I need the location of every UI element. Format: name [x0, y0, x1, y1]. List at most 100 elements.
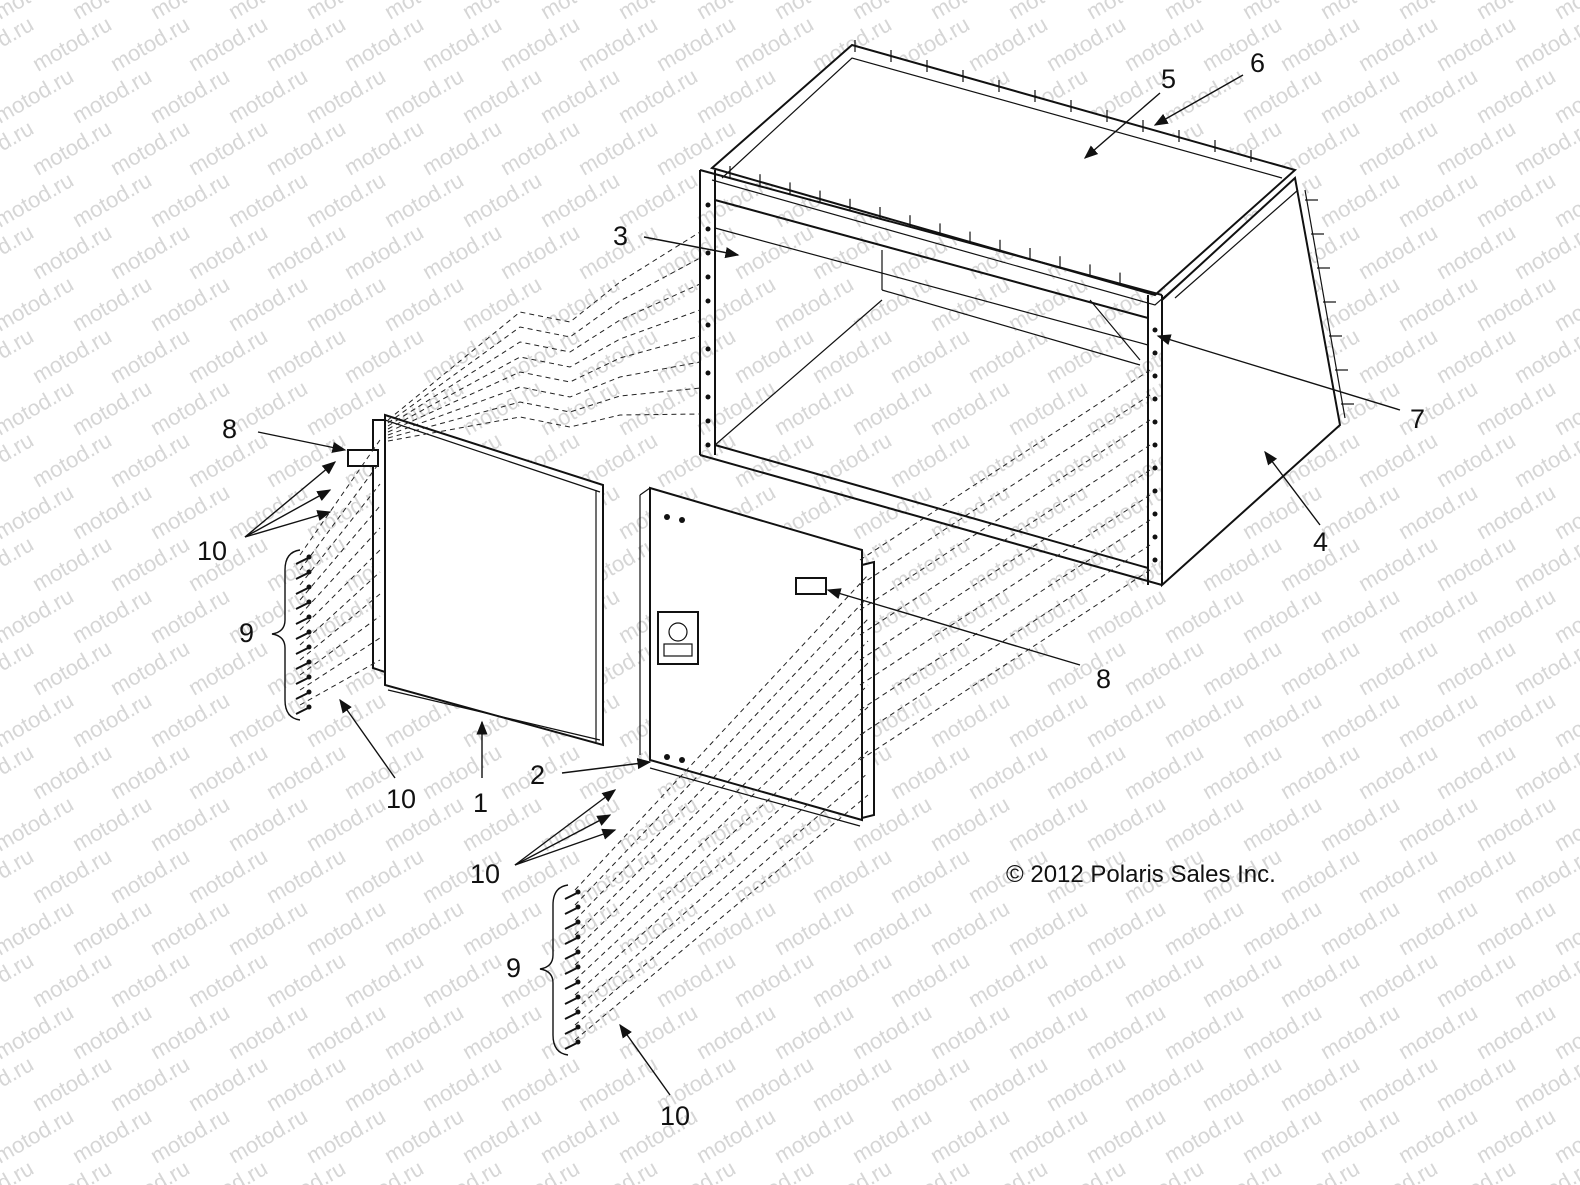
watermark-text: motod.ru [1550, 479, 1580, 544]
watermark-text: motod.ru [730, 1051, 818, 1116]
watermark-text: motod.ru [1198, 1155, 1286, 1185]
watermark-text: motod.ru [614, 999, 702, 1064]
frame-rivet [705, 322, 711, 328]
rivet [564, 1027, 578, 1035]
guide-line [387, 283, 701, 427]
watermark-text: motod.ru [574, 11, 662, 76]
rivet [564, 997, 578, 1005]
guide-line [574, 728, 869, 996]
watermark-text: motod.ru [614, 895, 702, 960]
watermark-text: motod.ru [496, 115, 584, 180]
watermark-text: motod.ru [418, 947, 506, 1012]
watermark-text: motod.ru [1354, 739, 1442, 804]
watermark-text: motod.ru [496, 1155, 584, 1185]
watermark-text: motod.ru [224, 375, 312, 440]
watermark-text: motod.ru [692, 375, 780, 440]
watermark-text: motod.ru [1276, 1155, 1364, 1185]
watermark-text: motod.ru [458, 63, 546, 128]
watermark-text: motod.ru [1276, 11, 1364, 76]
watermark-text: motod.ru [458, 375, 546, 440]
watermark-text: motod.ru [1160, 687, 1248, 752]
frame-rivet [1152, 488, 1158, 494]
watermark-text: motod.ru [28, 1155, 116, 1185]
watermark-text: motod.ru [1394, 687, 1482, 752]
watermark-text: motod.ru [730, 323, 818, 388]
watermark-text: motod.ru [106, 323, 194, 388]
guide-line [387, 361, 701, 436]
guide-line [387, 309, 701, 430]
guide-line [859, 469, 1151, 661]
callout-4: 4 [1313, 527, 1328, 557]
watermark-text: motod.ru [730, 427, 818, 492]
watermark-text: motod.ru [184, 843, 272, 908]
guide-line [299, 637, 381, 691]
guide-line [859, 519, 1151, 711]
watermark-text: motod.ru [1432, 219, 1520, 284]
callout-8-right: 8 [1096, 664, 1111, 694]
guide-line [387, 387, 701, 439]
watermark-text: motod.ru [536, 0, 624, 24]
watermark-text: motod.ru [964, 635, 1052, 700]
rivet [295, 707, 309, 715]
watermark-text: motod.ru [1316, 583, 1404, 648]
watermark-text: motod.ru [536, 1103, 624, 1168]
watermark-text: motod.ru [1004, 791, 1092, 856]
watermark-text: motod.ru [1120, 1155, 1208, 1185]
watermark-text: motod.ru [1354, 427, 1442, 492]
watermark-text: motod.ru [418, 323, 506, 388]
watermark-text: motod.ru [262, 1051, 350, 1116]
watermark-text: motod.ru [964, 1051, 1052, 1116]
watermark-text: motod.ru [418, 11, 506, 76]
guide-line [299, 659, 381, 706]
rivet-head [575, 1009, 581, 1015]
watermark-text: motod.ru [848, 999, 936, 1064]
watermark-text: motod.ru [652, 1155, 740, 1185]
frame-rivet [1152, 442, 1158, 448]
left-hinge [372, 419, 386, 674]
watermark-text: motod.ru [1160, 0, 1248, 24]
watermark-text: motod.ru [926, 0, 1014, 24]
rivet-head [306, 554, 312, 560]
callout-7: 7 [1410, 404, 1425, 434]
watermark-text: motod.ru [1550, 167, 1580, 232]
watermark-text: motod.ru [574, 1051, 662, 1116]
brace-9-left [271, 549, 301, 721]
guide-line [299, 461, 381, 571]
watermark-text: motod.ru [770, 895, 858, 960]
watermark-text: motod.ru [1004, 687, 1092, 752]
watermark-text: motod.ru [1432, 739, 1520, 804]
watermark-text: motod.ru [1550, 687, 1580, 752]
watermark-text: motod.ru [1472, 583, 1560, 648]
watermark-text: motod.ru [1354, 323, 1442, 388]
watermark-text: motod.ru [848, 271, 936, 336]
watermark-text: motod.ru [770, 271, 858, 336]
watermark-text: motod.ru [68, 63, 156, 128]
watermark-text: motod.ru [184, 1155, 272, 1185]
watermark-text: motod.ru [1550, 895, 1580, 960]
watermark-text: motod.ru [68, 791, 156, 856]
watermark-text: motod.ru [1394, 1103, 1482, 1168]
frame-rivet [1152, 534, 1158, 540]
watermark-text: motod.ru [886, 323, 974, 388]
watermark-text: motod.ru [340, 11, 428, 76]
watermark-text: motod.ru [1472, 271, 1560, 336]
watermark-text: motod.ru [262, 531, 350, 596]
watermark-text: motod.ru [68, 1103, 156, 1168]
frame-rivet [1152, 373, 1158, 379]
watermark-text: motod.ru [340, 947, 428, 1012]
rivet [295, 632, 309, 640]
watermark-text: motod.ru [340, 115, 428, 180]
rivet-head [306, 569, 312, 575]
watermark-text: motod.ru [68, 999, 156, 1064]
watermark-text: motod.ru [1316, 791, 1404, 856]
watermark-text: motod.ru [302, 0, 390, 24]
watermark-text: motod.ru [184, 219, 272, 284]
watermark-text: motod.ru [848, 479, 936, 544]
callout-10-left-top: 10 [197, 536, 227, 566]
rivet-head [575, 1024, 581, 1030]
frame-rivet [1152, 511, 1158, 517]
watermark-text: motod.ru [964, 11, 1052, 76]
guide-line [574, 750, 869, 1011]
rivet [295, 557, 309, 565]
